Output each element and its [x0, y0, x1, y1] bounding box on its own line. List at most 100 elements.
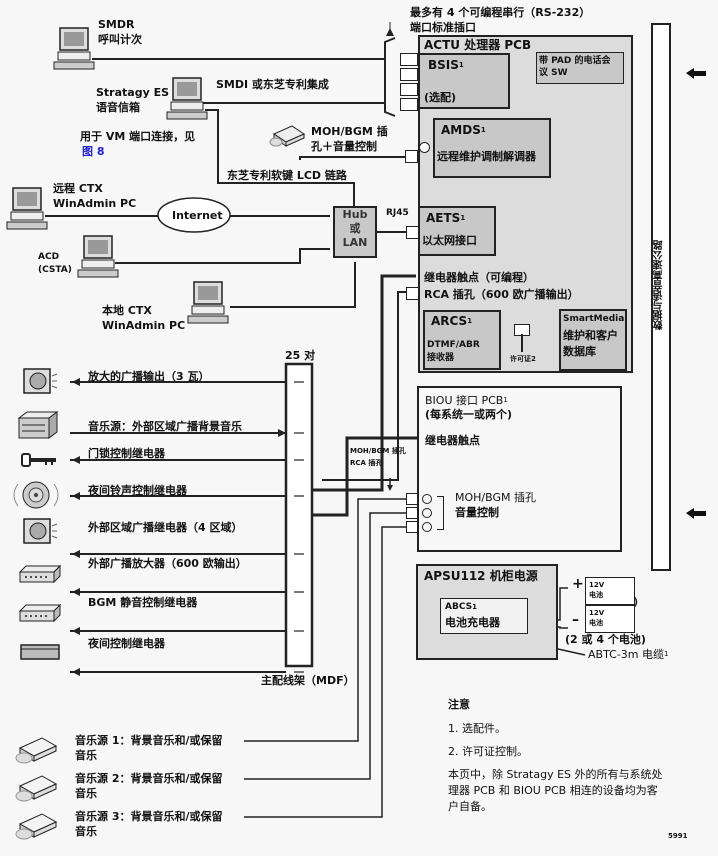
amplifier-icon — [18, 564, 62, 584]
biou-jack-note-2: RCA 插孔 — [350, 459, 383, 467]
data-voice-bus — [651, 23, 671, 571]
cd-player-icon — [14, 772, 58, 804]
amds-module: AMDS1 远程维护调制解调器 — [433, 118, 551, 178]
smdr-pc-icon — [52, 26, 98, 72]
footnote-ref: 1 — [480, 126, 486, 134]
cable-label: ABTC-3m 电缆 — [588, 648, 665, 661]
aets-desc: 以太网接口 — [422, 234, 477, 247]
footnote-ref: 1 — [458, 61, 464, 69]
smdi-label: SMDI 或东芝专利集成 — [216, 78, 329, 91]
license-stem — [521, 334, 523, 352]
cd-player-icon — [14, 734, 58, 766]
mdf-item-label: 音乐源：外部区域广播背景音乐 — [88, 420, 242, 433]
local-line — [230, 262, 356, 308]
relay-line — [312, 274, 416, 492]
battery-voltage: 12V — [589, 609, 605, 617]
footnote-ref: 1 — [664, 650, 669, 658]
footnote-ref: 1 — [460, 214, 466, 222]
smartmedia-module: SmartMedia 维护和客户 数据库 — [559, 309, 627, 371]
biou-jack-note: MOH/BGM 插孔 — [350, 447, 406, 455]
local-ctx-sublabel: WinAdmin PC — [102, 319, 186, 332]
figure-link[interactable]: 图 8 — [82, 145, 105, 158]
smdr-sublabel: 呼叫计次 — [98, 33, 142, 46]
internet-label: Internet — [172, 209, 223, 222]
rca-port — [406, 287, 419, 300]
acd-line — [115, 248, 330, 264]
remote-ctx-label: 远程 CTX — [53, 182, 103, 195]
cd-drive-icon — [268, 122, 308, 150]
stereo-icon — [17, 410, 59, 440]
volume-knob-icon[interactable] — [419, 142, 430, 153]
relay-box-icon — [20, 644, 60, 660]
music-source-sublabel: 音乐 — [75, 787, 97, 800]
biou-relay-line — [312, 436, 420, 517]
smartmedia-label: SmartMedia — [563, 314, 625, 324]
footnote-ref: 1 — [467, 317, 473, 325]
mdf-item-label: 放大的广播输出（3 瓦） — [88, 370, 210, 383]
actu-title: ACTU 处理器 PCB — [424, 38, 532, 52]
note-paragraph: 理器 PCB 和 BIOU PCB 相连的设备均为客 — [448, 784, 658, 797]
volume-bracket — [437, 496, 444, 530]
license-label: 许可证 — [510, 355, 531, 363]
battery-2: 12V 电池 — [585, 605, 635, 633]
footnote-ref: 2 — [531, 355, 536, 363]
footnote-ref: 1 — [472, 603, 477, 611]
smartmedia-desc-2: 数据库 — [563, 345, 596, 358]
battery-label: 电池 — [589, 591, 603, 599]
mdf-item-label: 外部区域广播继电器（4 区域） — [88, 521, 243, 534]
notes-title: 注意 — [448, 698, 470, 711]
voicemail-label: Stratagy ES — [96, 86, 170, 99]
battery-1: 12V 电池 — [585, 577, 635, 605]
positive-sign: + — [572, 576, 584, 592]
conference-label: 带 PAD 的电话会 — [539, 56, 611, 66]
acd-label: ACD — [38, 252, 60, 262]
arcs-desc: DTMF/ABR — [427, 340, 480, 350]
moh-jack-label: MOH/BGM 插 — [311, 125, 388, 138]
bus-arrow-icon — [686, 68, 706, 79]
voicemail-sublabel: 语音信箱 — [96, 101, 140, 114]
speaker-icon — [22, 516, 58, 546]
arcs-module: ARCS1 DTMF/ABR 接收器 — [423, 310, 501, 370]
music1-line — [244, 498, 413, 742]
arcs-name: ARCS — [431, 314, 468, 328]
biou-subtitle: (每系统一或两个) — [425, 408, 513, 421]
lcd-link-line — [205, 109, 355, 208]
mdf-item-label: BGM 静音控制继电器 — [88, 596, 198, 609]
biou-volume-sublabel: 音量控制 — [455, 506, 499, 519]
music-source-sublabel: 音乐 — [75, 749, 97, 762]
music-source-label: 音乐源 2：背景音乐和/或保留 — [75, 772, 223, 785]
internet-cloud-icon — [157, 197, 231, 233]
relay-contacts-label: 继电器触点（可编程） — [424, 271, 534, 284]
moh-port — [405, 150, 418, 163]
bell-icon — [10, 480, 62, 510]
amds-desc: 远程维护调制解调器 — [437, 150, 536, 163]
bus-arrow-icon — [686, 508, 706, 519]
hub-lan: Hub 或 LAN — [333, 206, 377, 258]
mdf-pairs-label: 25 对 — [285, 349, 316, 362]
bsis-module: BSIS1 (选配) — [418, 53, 510, 109]
mdf-item-label: 外部广播放大器（600 欧输出） — [88, 557, 247, 570]
serial-port-note-2: 端口标准插口 — [410, 21, 476, 34]
acd-pc-icon — [76, 234, 122, 280]
conference-sublabel: 议 SW — [539, 68, 568, 78]
mdf-item-label: 夜间控制继电器 — [88, 637, 165, 650]
rca-line — [322, 291, 410, 481]
apsu-title: APSU112 机柜电源 — [424, 569, 538, 583]
mdf-item-label: 门锁控制继电器 — [88, 447, 165, 460]
note-paragraph: 户自备。 — [448, 800, 492, 813]
mdf-rack — [284, 362, 314, 668]
music3-line — [244, 526, 413, 818]
serial-port-note: 最多有 4 个可编程串行（RS-232） — [410, 6, 591, 19]
speaker-icon — [22, 366, 58, 396]
aets-module: AETS1 以太网接口 — [418, 206, 496, 256]
conference-module: 带 PAD 的电话会 议 SW — [536, 52, 624, 84]
remote-pc-icon — [5, 186, 51, 232]
cd-player-icon — [14, 810, 58, 842]
battery-voltage: 12V — [589, 581, 605, 589]
serial-bracket — [384, 37, 396, 117]
bsis-name: BSIS — [428, 58, 459, 72]
abcs-module: ABCS1 电池充电器 — [440, 598, 528, 634]
aets-name: AETS — [426, 211, 461, 225]
biou-board: BIOU 接口 PCB1 (每系统一或两个) 继电器触点 MOH/BGM 插孔 … — [417, 386, 622, 552]
local-ctx-label: 本地 CTX — [102, 304, 152, 317]
